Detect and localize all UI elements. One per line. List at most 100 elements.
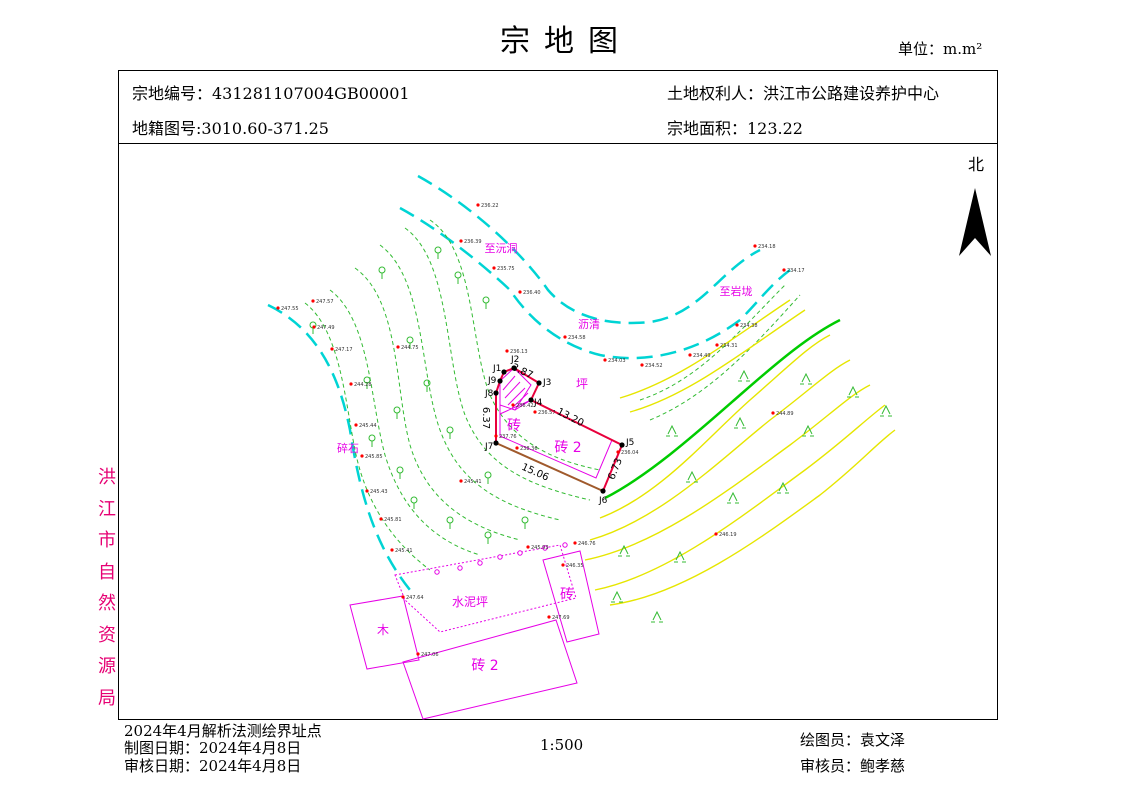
- elevation-label: 236.42: [516, 403, 534, 409]
- checker-name: 审核员：鲍孝慈: [800, 757, 906, 775]
- elevation-dot: [511, 403, 515, 407]
- elevation-dot: [312, 325, 316, 329]
- elevation-label: 238.36: [520, 446, 538, 452]
- area-label: 坪: [576, 377, 588, 391]
- wood-building: [349, 595, 420, 670]
- boundary-point-label: J5: [625, 438, 634, 448]
- elevation-dot: [476, 203, 480, 207]
- elevation-label: 246.19: [719, 532, 737, 538]
- elevation-dot: [349, 382, 353, 386]
- contours-west: [304, 219, 601, 571]
- elevation-dot: [276, 306, 280, 310]
- contours-yellow: [584, 299, 896, 606]
- elevation-dot: [365, 489, 369, 493]
- elevation-dot: [518, 290, 522, 294]
- elevation-dot: [547, 615, 551, 619]
- elevation-dot: [492, 266, 496, 270]
- elevation-label: 247.55: [281, 306, 299, 312]
- boundary-point-marker: [497, 378, 503, 384]
- neighbor-structures: [349, 544, 600, 720]
- cement-yard-nodes: [434, 542, 568, 575]
- elevation-dot: [396, 345, 400, 349]
- elevation-label: 245.44: [359, 423, 377, 429]
- boundary-point-marker: [501, 369, 507, 375]
- boundary-point-label: J8: [484, 389, 494, 399]
- unit-label: 单位：m.m²: [898, 40, 983, 58]
- elevation-label: 247.64: [406, 595, 424, 601]
- elevation-label: 244.89: [776, 411, 794, 417]
- elevation-dot: [714, 532, 718, 536]
- elevation-dot: [561, 563, 565, 567]
- check-date: 审核日期：2024年4月8日: [124, 757, 302, 775]
- elevation-label: 234.03: [608, 358, 626, 364]
- boundary-point-label: J6: [598, 496, 608, 506]
- boundary-point-marker: [619, 442, 625, 448]
- map-scale: 1:500: [540, 736, 584, 754]
- contours-east: [639, 284, 801, 421]
- elevation-label: 234.58: [568, 335, 586, 341]
- header-divider: [118, 143, 998, 144]
- elevation-dot: [533, 410, 537, 414]
- road-edge-north: [417, 174, 761, 325]
- contour-line: [379, 244, 561, 521]
- drafter-name: 绘图员：袁文泽: [800, 731, 906, 749]
- drawing-date: 制图日期：2024年4月8日: [124, 739, 302, 757]
- area-label: 砖: [560, 587, 574, 603]
- elevation-label: 247.69: [552, 615, 570, 621]
- elevation-dot: [390, 548, 394, 552]
- elevation-dot: [563, 335, 567, 339]
- north-arrow-icon: [959, 188, 991, 256]
- elevation-label: 236.57: [538, 410, 556, 416]
- cadastral-map-number: 地籍图号:3010.60-371.25: [132, 119, 329, 138]
- elevation-label: 246.35: [566, 563, 584, 569]
- boundary-point-marker: [511, 365, 517, 371]
- elevation-points: 236.22236.39235.75236.40247.55247.57247.…: [276, 203, 805, 658]
- boundary-point-label: J4: [533, 398, 543, 408]
- shrub-symbols: [611, 369, 892, 623]
- contour-line: [354, 267, 521, 541]
- elevation-label: 244.75: [401, 345, 419, 351]
- elevation-dot: [416, 652, 420, 656]
- contour-line: [639, 284, 786, 401]
- elevation-label: 245.41: [395, 548, 413, 554]
- area-label: 砖 2: [554, 440, 581, 456]
- elevation-dot: [330, 347, 334, 351]
- boundary-point-label: J7: [484, 442, 493, 452]
- elevation-dot: [459, 239, 463, 243]
- contour-line: [584, 384, 871, 561]
- index-contour: [604, 318, 841, 500]
- elevation-dot: [771, 411, 775, 415]
- elevation-dot: [354, 423, 358, 427]
- area-label: 至岩垅: [720, 284, 753, 298]
- authority-label: 洪江市自然资源局: [98, 467, 116, 709]
- elevation-label: 235.75: [497, 266, 515, 272]
- elevation-dot: [688, 353, 692, 357]
- elevation-label: 234.17: [787, 268, 805, 274]
- elevation-label: 247.49: [317, 325, 335, 331]
- wall-line: [514, 399, 532, 411]
- elevation-dot: [735, 323, 739, 327]
- road-edge-middle: [399, 206, 791, 360]
- area-label: 水泥坪: [452, 595, 488, 609]
- contour-line: [599, 334, 831, 519]
- boundary-point-marker: [528, 397, 534, 403]
- boundary-point-marker: [493, 390, 499, 396]
- elevation-label: 234.38: [740, 323, 758, 329]
- brick-building-south: [402, 619, 578, 720]
- contour-line: [594, 404, 886, 591]
- parcel-area: 宗地面积：123.22: [667, 119, 803, 138]
- contour-line: [629, 309, 806, 413]
- boundary-point-label: J9: [487, 376, 497, 386]
- cement-yard-outline: [394, 544, 577, 633]
- elevation-label: 245.43: [370, 489, 388, 495]
- contour-line: [329, 289, 481, 556]
- elevation-label: 246.76: [578, 541, 596, 547]
- contour-line: [649, 294, 801, 421]
- contour-line: [304, 302, 431, 571]
- elevation-label: 247.57: [316, 299, 334, 305]
- elevation-dot: [603, 358, 607, 362]
- elevation-dot: [459, 479, 463, 483]
- elevation-label: 244.28: [354, 382, 372, 388]
- contour-line: [619, 299, 791, 399]
